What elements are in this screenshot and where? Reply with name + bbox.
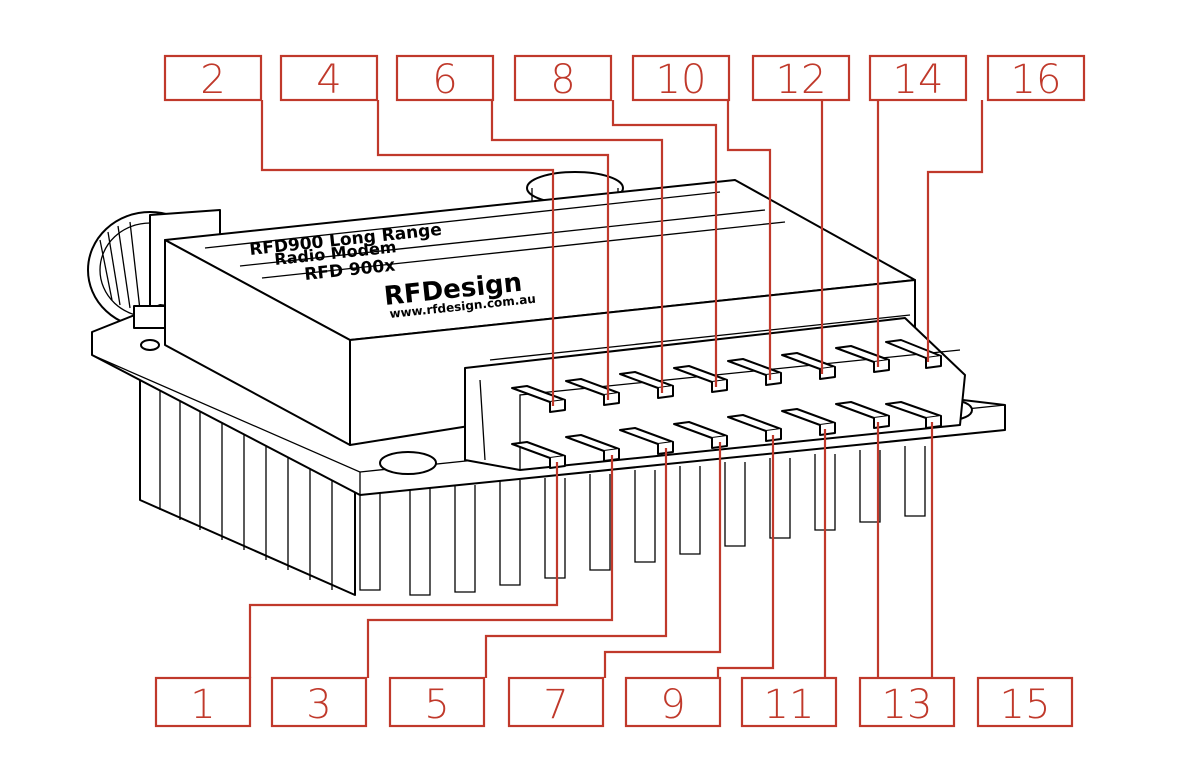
heatsink	[139, 364, 926, 596]
svg-text:1: 1	[190, 682, 215, 728]
pin-row-even	[511, 339, 942, 413]
callout-boxes-bottom: 1 3 5 7 9 11 13 15	[154, 676, 1074, 728]
svg-text:13: 13	[882, 682, 933, 728]
leader-pin-5	[484, 448, 668, 678]
svg-text:5: 5	[424, 682, 449, 728]
callout-pin-8: 8	[513, 54, 613, 103]
leader-pin-6	[490, 100, 664, 393]
svg-text:12: 12	[776, 57, 827, 103]
callout-pin-3: 3	[270, 676, 368, 728]
svg-text:8: 8	[550, 57, 575, 103]
svg-text:16: 16	[1011, 57, 1062, 103]
callout-pin-10: 10	[631, 54, 731, 103]
leader-pin-7	[603, 442, 722, 678]
svg-text:2: 2	[200, 57, 225, 103]
svg-text:3: 3	[306, 682, 331, 728]
leader-pin-9	[716, 435, 775, 678]
svg-text:14: 14	[893, 57, 944, 103]
leader-pin-3	[366, 455, 614, 678]
callout-pin-9: 9	[624, 676, 722, 728]
svg-text:15: 15	[1000, 682, 1051, 728]
callout-pin-13: 13	[858, 676, 956, 728]
svg-text:10: 10	[656, 57, 707, 103]
callout-pin-6: 6	[395, 54, 495, 103]
svg-text:4: 4	[316, 57, 341, 103]
callout-pin-4: 4	[279, 54, 379, 103]
leader-pin-2	[260, 100, 555, 406]
svg-text:6: 6	[432, 57, 457, 103]
callout-pin-15: 15	[976, 676, 1074, 728]
leader-pin-4	[376, 100, 610, 400]
radio-module-illustration: RFD900 Long Range Radio Modem RFD 900x R…	[87, 171, 1006, 596]
leader-pin-8	[611, 100, 718, 387]
callout-boxes-top: 2 4 6 8 10 12 14 16	[163, 54, 1086, 103]
callout-pin-14: 14	[868, 54, 968, 103]
callout-leaders	[248, 100, 984, 678]
leader-pin-10	[726, 100, 772, 380]
svg-text:11: 11	[764, 682, 815, 728]
svg-text:7: 7	[543, 682, 568, 728]
svg-text:9: 9	[660, 682, 685, 728]
callout-pin-5: 5	[388, 676, 486, 728]
leader-pin-16	[926, 100, 984, 362]
callout-pin-1: 1	[154, 676, 252, 728]
callout-pin-7: 7	[507, 676, 605, 728]
callout-pin-2: 2	[163, 54, 263, 103]
pin-header	[464, 314, 966, 471]
callout-pin-11: 11	[740, 676, 838, 728]
leader-pin-1	[248, 462, 559, 678]
callout-pin-12: 12	[751, 54, 851, 103]
callout-pin-16: 16	[986, 54, 1086, 103]
